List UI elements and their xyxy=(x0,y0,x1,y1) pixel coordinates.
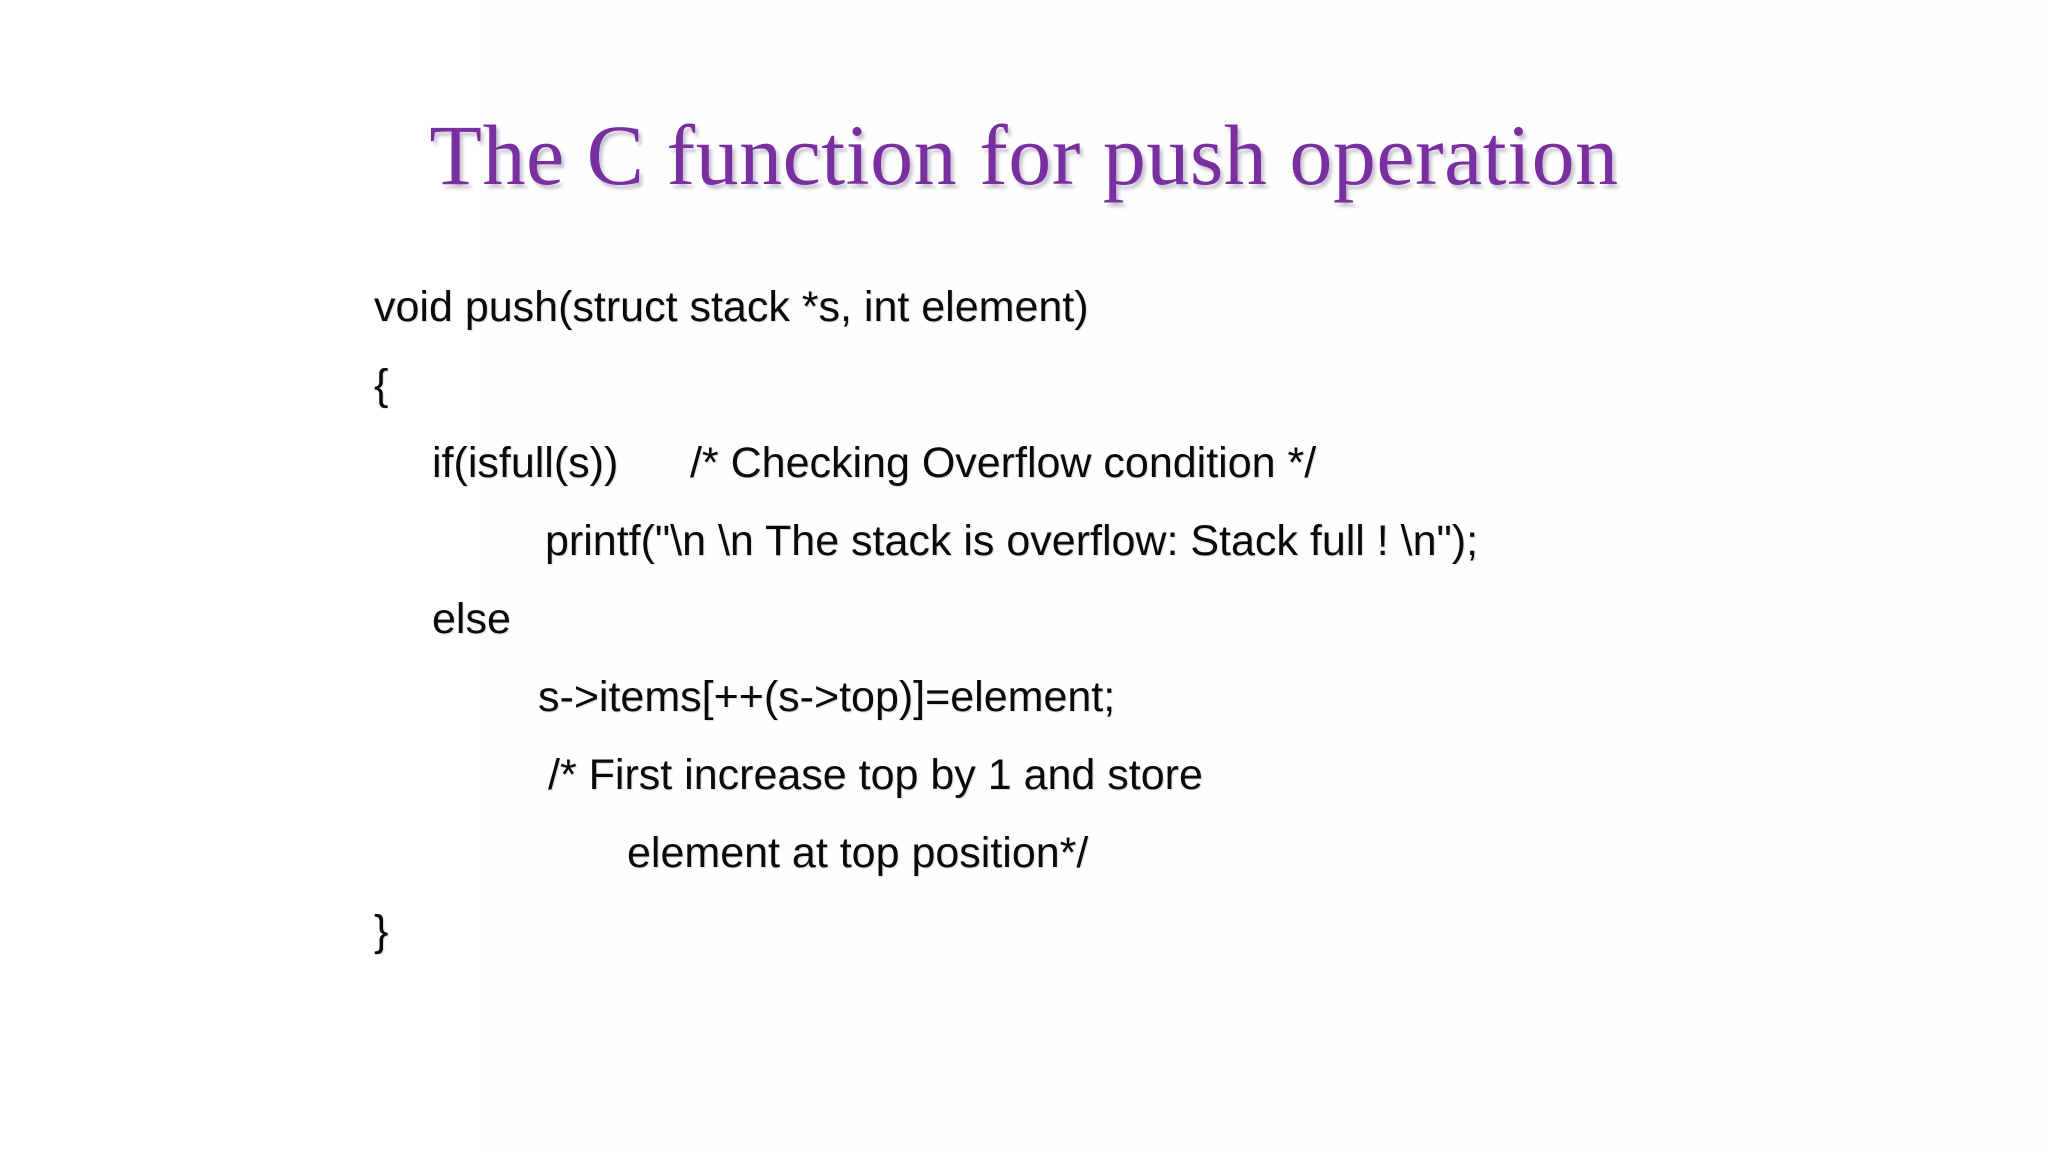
code-line: { xyxy=(374,361,389,409)
slide-title: The C function for push operation xyxy=(429,106,1619,203)
code-line: } xyxy=(374,907,389,955)
code-line: if(isfull(s)) /* Checking Overflow condi… xyxy=(432,439,1317,487)
code-line: printf("\n \n The stack is overflow: Sta… xyxy=(545,517,1479,565)
code-line: s->items[++(s->top)]=element; xyxy=(538,673,1116,721)
code-line: else xyxy=(432,595,511,643)
code-block: void push(struct stack *s, int element) … xyxy=(0,286,2048,988)
code-line: void push(struct stack *s, int element) xyxy=(374,283,1089,331)
code-line: /* First increase top by 1 and store xyxy=(548,751,1203,799)
code-line: element at top position*/ xyxy=(627,829,1089,877)
